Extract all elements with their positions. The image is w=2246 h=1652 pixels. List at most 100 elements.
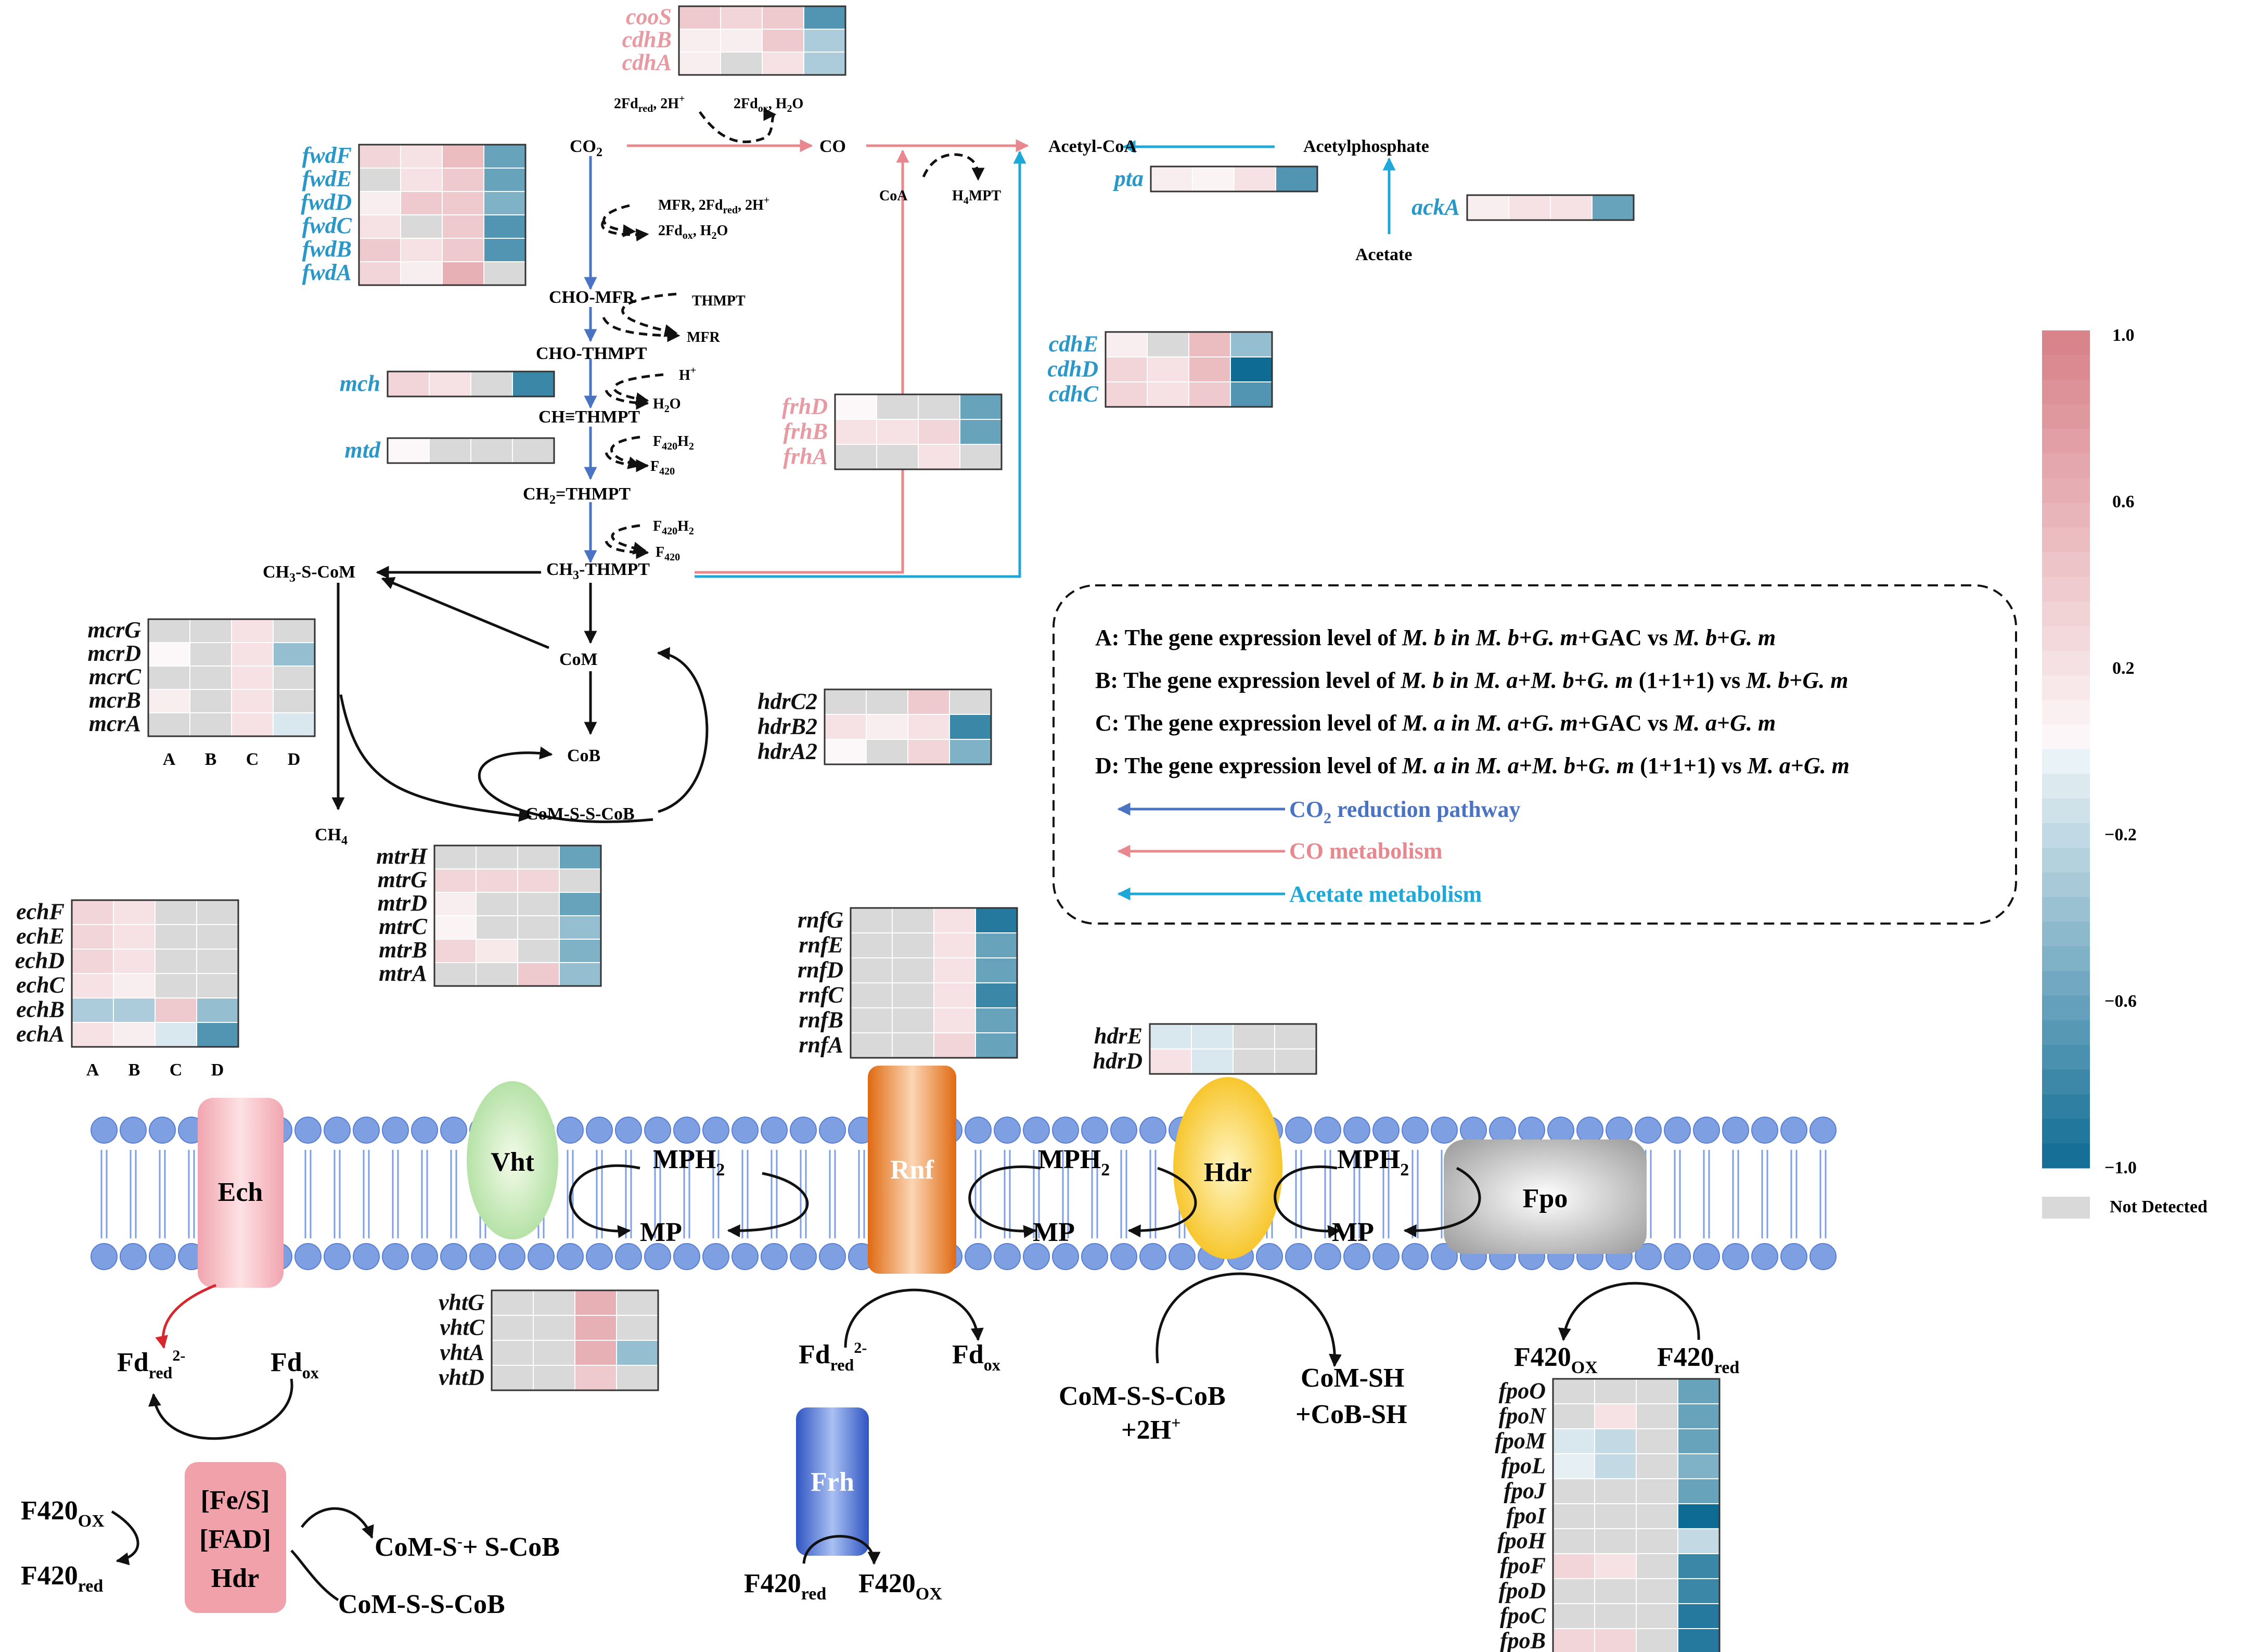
lipid-head <box>615 1243 642 1270</box>
gene-label: hdrB2 <box>758 713 817 739</box>
heatmap-cell <box>835 419 877 445</box>
heatmap-cell <box>918 394 960 420</box>
frh-label: Frh <box>811 1467 854 1497</box>
heatmap-cell <box>533 1365 575 1391</box>
lipid-head <box>731 1117 759 1144</box>
lipid-head <box>120 1117 147 1144</box>
co-metabolism-legend: CO metabolism <box>1289 838 1443 864</box>
heatmap-cell <box>400 168 443 192</box>
column-label: D <box>288 750 301 769</box>
lipid-head <box>1576 1117 1603 1144</box>
heatmap-cell <box>918 419 960 445</box>
heatmap-cell <box>1594 1603 1637 1629</box>
heatmap-cell <box>850 1032 893 1058</box>
heatmap-cell <box>1594 1453 1637 1479</box>
lipid-head <box>557 1243 584 1270</box>
heatmap-cell <box>975 1032 1018 1058</box>
lipid-head <box>673 1243 700 1270</box>
heatmap-cell <box>559 868 601 893</box>
heatmap-cell <box>400 191 443 215</box>
gene-label: mcrC <box>89 664 142 689</box>
heatmap-cell <box>892 907 934 933</box>
colorbar-segment <box>2042 774 2090 799</box>
heatmap-cell <box>429 371 471 397</box>
lipid-head <box>440 1243 467 1270</box>
heatmap-cell <box>71 949 114 974</box>
colorbar-segment <box>2042 330 2090 355</box>
gene-label: frhB <box>783 418 828 444</box>
lipid-head <box>702 1117 729 1144</box>
heatmap-cell <box>720 52 763 75</box>
heatmap-cell <box>358 214 401 239</box>
lipid-head <box>1751 1243 1778 1270</box>
heatmap-cell <box>824 714 867 740</box>
gene-label: fwdB <box>302 236 352 262</box>
lipid-head <box>761 1117 788 1144</box>
gene-label: mtrH <box>376 843 428 869</box>
fd-ox-label-1: Fdox <box>271 1348 319 1382</box>
heatmap-cell <box>442 261 484 286</box>
heatmap-cell <box>959 419 1002 445</box>
ch-thmpt-label: CH≡THMPT <box>538 407 640 427</box>
gene-label: frhD <box>782 393 828 419</box>
lipid-head <box>673 1117 700 1144</box>
heatmap-cell <box>1274 1048 1317 1074</box>
gene-label: fwdE <box>302 166 352 191</box>
gene-label: rnfA <box>799 1032 843 1057</box>
heatmap-cell <box>483 168 526 192</box>
heatmap-cell <box>533 1315 575 1341</box>
lipid-head <box>440 1117 467 1144</box>
heatmap-cell <box>71 900 114 925</box>
column-label: B <box>205 750 217 769</box>
heatmap-cell <box>574 1315 617 1341</box>
heatmap-cell <box>949 739 992 765</box>
heatmap-cell <box>155 900 197 925</box>
lipid-head <box>1314 1117 1341 1144</box>
pathway-legend: CO2 reduction pathway CO metabolism Acet… <box>1117 797 1520 907</box>
heatmap-cell <box>196 1022 239 1047</box>
gene-label: rnfB <box>799 1007 843 1032</box>
heatmap-cell <box>975 907 1018 933</box>
heatmap-cell <box>850 1007 893 1033</box>
heatmap-cell <box>824 689 867 715</box>
heatmap-cell <box>850 957 893 983</box>
colorbar-segment <box>2042 478 2090 503</box>
heatmap-cell <box>1636 1603 1678 1629</box>
heatmap-cell <box>975 932 1018 958</box>
heatmap-cell <box>1594 1478 1637 1504</box>
heatmap-cell <box>400 144 443 169</box>
heatmap-cell <box>148 712 190 737</box>
colorbar-segment <box>2042 1143 2090 1169</box>
lipid-head <box>1023 1243 1050 1270</box>
heatmap-cell <box>517 868 560 893</box>
heatmap-cell <box>273 689 315 713</box>
cob-sh-label: +CoB-SH <box>1295 1400 1407 1429</box>
gene-label: fpoD <box>1499 1578 1546 1603</box>
heatmap-cell <box>442 214 484 239</box>
heatmap-cell <box>71 924 114 950</box>
heatmap-cell <box>442 144 484 169</box>
heatmap-cell <box>616 1340 659 1366</box>
column-label: C <box>246 750 259 769</box>
fd-ox-cofactor-2: 2Fdox, H2O <box>658 223 728 241</box>
membrane-labels: MPH2 MP MPH2 MP MPH2 MP Fdred2- Fdox Fdr… <box>21 1145 1739 1619</box>
heatmap-cell <box>442 168 484 192</box>
gene-label: fwdF <box>302 143 352 168</box>
heatmap-cell <box>835 444 877 470</box>
heatmap-cell <box>866 714 908 740</box>
lipid-head <box>1693 1243 1720 1270</box>
com-s-s-cob-label-2: CoM-S-S-CoB <box>338 1590 505 1619</box>
lipid-head <box>1285 1243 1312 1270</box>
complex-frh: Frh <box>796 1407 869 1556</box>
heatmap-cell <box>1552 1478 1595 1504</box>
lipid-head <box>644 1117 671 1144</box>
heatmap-cell <box>1592 195 1634 221</box>
heatmap-cell <box>1594 1628 1637 1652</box>
two-h-label: +2H+ <box>1121 1413 1180 1445</box>
com-s-s-cob-2h-label: CoM-S-S-CoB <box>1059 1381 1226 1411</box>
heatmap-cell <box>358 238 401 262</box>
heatmap-cell <box>148 665 190 690</box>
